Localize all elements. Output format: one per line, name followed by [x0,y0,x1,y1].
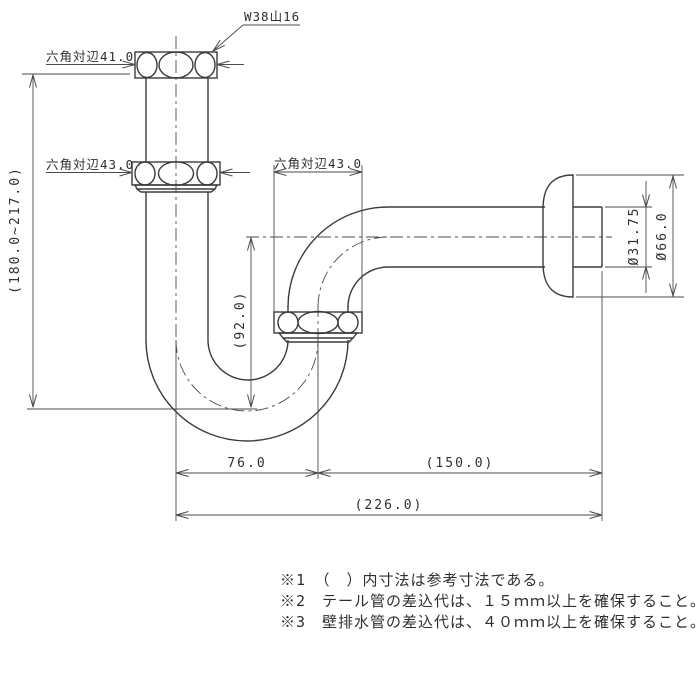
note-1: ※1 （ ）内寸法は参考寸法である。 [280,571,554,589]
top-nut-center-face [158,51,194,79]
hex-width-middle-label: 六角対辺43.0 [274,156,362,171]
wall-flange-dia-dim: Ø66.0 [655,211,670,260]
top-nut-left-face [136,51,158,79]
overall-length-dim: (226.0) [355,498,424,513]
dimension-lines [33,24,673,515]
extension-lines [22,73,684,521]
wall-flange [542,174,574,298]
u-bend-outer-arc [145,339,349,442]
overall-height-dim: (180.0~217.0) [8,166,23,294]
elbow-centerline-arc [317,236,389,308]
left-nut-right-face [196,161,218,186]
top-nut-right-face [194,51,216,79]
notes: ※1 （ ）内寸法は参考寸法である。 ※2 テール管の差込代は、１５ｍｍ以上を確… [280,571,700,631]
leader-thread-arrow [213,24,244,51]
centerlines [175,36,612,412]
trap-body [131,51,603,442]
note-2: ※2 テール管の差込代は、１５ｍｍ以上を確保すること。 [280,592,700,610]
middle-nut-left-face [277,311,299,334]
hex-width-top-label: 六角対辺41.0 [46,49,134,64]
left-nut-left-face [134,161,156,186]
seal-depth-dim: (92.0) [233,291,248,350]
u-bend-centerline-arc [175,339,319,412]
tail-pipe-dia-dim: Ø31.75 [627,207,642,266]
thread-size-label: W38山16 [244,9,300,24]
elbow-inner-arc [347,266,389,308]
hex-width-left-label: 六角対辺43.0 [46,157,134,172]
trap-offset-dim: 76.0 [227,456,266,471]
wall-pipe-length-dim: (150.0) [426,456,495,471]
middle-nut-right-face [337,311,359,334]
drawing-text: W38山16 六角対辺41.0 六角対辺43.0 六角対辺43.0 (180.0… [8,9,670,513]
u-bend-inner-arc [207,339,289,381]
elbow-outer-arc [287,206,389,308]
note-3: ※3 壁排水管の差込代は、４０ｍｍ以上を確保すること。 [280,613,700,631]
